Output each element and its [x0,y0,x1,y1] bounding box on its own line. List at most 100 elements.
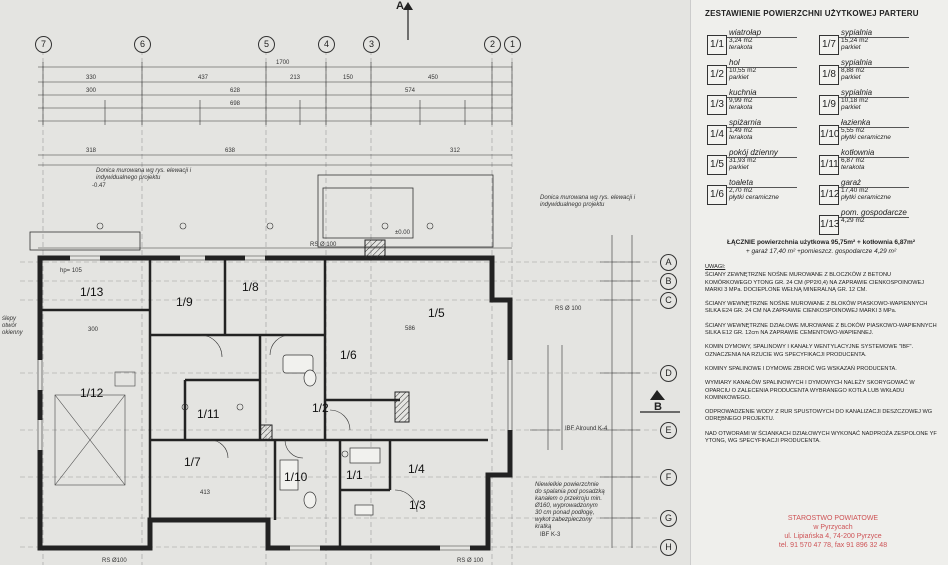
floor-plan-drawing [20,2,680,565]
schedule-row: 1/13 pom. gospodarcze 4,29 m2 [819,208,931,235]
schedule-row: 1/10 łazienka 5,55 m2 płytki ceramiczne [819,118,931,145]
room-material: terakota [729,134,753,141]
stamp-line: ul. Lipiańska 4, 74-200 Pyrzyce [784,533,882,540]
name-underline [839,217,909,218]
room-1-1: 1/1 [346,468,363,482]
dim-12: 300 [88,327,99,333]
room-area: 1,49 m2 [729,127,753,134]
axis-b: B [660,273,677,290]
room-material: płytki ceramiczne [841,134,891,141]
room-name: sypialnia [841,28,873,37]
room-area: 15,24 m2 [841,37,869,44]
room-material: terakota [729,44,753,51]
axis-e: E [660,422,677,439]
room-1-7: 1/7 [184,455,201,469]
room-area: 9,99 m2 [729,97,753,104]
room-1-6: 1/6 [340,348,357,362]
room-1-13: 1/13 [80,285,104,299]
dim-1: 330 [86,75,97,81]
room-id: 1/7 [819,35,839,55]
area-total: ŁĄCZNIE powierzchnia użytkowa 95,75m² + … [721,238,921,256]
axis-5: 5 [258,36,275,53]
axis-1: 1 [504,36,521,53]
schedule-row: 1/5 pokój dzienny 31,93 m2 parkiet [707,148,819,175]
room-material: parkiet [841,104,861,111]
room-area: 8,88 m2 [841,67,865,74]
section-mark-top: A [396,0,404,12]
note-item: WYMIARY KANAŁÓW SPALINOWYCH I DYMOWYCH N… [705,380,915,401]
room-id: 1/13 [819,215,839,235]
room-1-9: 1/9 [176,295,193,309]
dim-15: 698 [230,101,241,107]
room-name: sypialnia [841,88,873,97]
note-item: NAD OTWORAMI W ŚCIANKACH DZIAŁOWYCH WYKO… [705,430,937,445]
room-name: garaż [841,178,862,187]
room-id: 1/2 [707,65,727,85]
note-item: KOMIN DYMOWY, SPALINOWY I KANAŁY WENTYLA… [705,344,914,358]
room-id: 1/3 [707,95,727,115]
room-1-5: 1/5 [428,306,445,320]
room-name: sypialnia [841,58,873,67]
dim-6: 300 [86,88,97,94]
room-area: 3,24 m2 [729,37,753,44]
room-material: płytki ceramiczne [729,194,779,201]
section-mark-right: B [654,401,662,413]
axis-f: F [660,469,677,486]
stamp-line: w Pyrzycach [813,524,853,531]
name-underline [727,127,797,128]
room-name: łazienka [841,118,871,127]
name-underline [839,157,909,158]
note-donica-right: Donica murowana wg rys. elewacji i indyw… [540,195,636,208]
schedule-row: 1/8 sypialnia 8,88 m2 parkiet [819,58,931,85]
name-underline [727,157,797,158]
room-name: wiatrołap [729,28,762,37]
room-area: 17,40 m2 [841,187,869,194]
axis-2: 2 [484,36,501,53]
note-item: ŚCIANY ZEWNĘTRZNE NOŚNE MUROWANE Z BLOCZ… [705,272,925,293]
label-rs-1: RS Ø 100 [310,242,337,248]
dim-7: 638 [225,148,236,154]
dim-5: 450 [428,75,439,81]
room-id: 1/12 [819,185,839,205]
label-rs-2: RS Ø 100 [555,306,582,312]
label-hp: hp= 105 [60,268,82,274]
dim-13: 574 [405,88,416,94]
room-area: 6,87 m2 [841,157,865,164]
axis-6: 6 [134,36,151,53]
room-name: spiżarnia [729,118,762,127]
room-area: 31,93 m2 [729,157,757,164]
dim-14: 628 [230,88,241,94]
stamp-line: STAROSTWO POWIATOWE [787,515,879,522]
room-id: 1/11 [819,155,839,175]
room-1-2: 1/2 [312,401,329,415]
name-underline [727,37,797,38]
room-id: 1/8 [819,65,839,85]
room-1-8: 1/8 [242,280,259,294]
name-underline [839,187,909,188]
name-underline [839,67,909,68]
room-material: parkiet [729,74,749,81]
schedule-row: 1/4 spiżarnia 1,49 m2 terakota [707,118,819,145]
room-name: kuchnia [729,88,757,97]
label-rs-3: RS Ø100 [102,558,127,564]
schedule-row: 1/2 hol 10,55 m2 parkiet [707,58,819,85]
room-id: 1/10 [819,125,839,145]
schedule-row: 1/7 sypialnia 15,24 m2 parkiet [819,28,931,55]
schedule-row: 1/12 garaż 17,40 m2 płytki ceramiczne [819,178,931,205]
area-total-line1: ŁĄCZNIE powierzchnia użytkowa 95,75m² + … [726,239,915,246]
schedule-row: 1/9 sypialnia 10,18 m2 parkiet [819,88,931,115]
label-level-2: ±0.00 [395,230,410,236]
schedule-title: ZESTAWIENIE POWIERZCHNI UŻYTKOWEJ PARTER… [705,9,919,18]
note-donica-left: Donica murowana wg rys. elewacji i indyw… [96,168,192,181]
stamp-line: tel. 91 570 47 78, fax 91 896 32 48 [778,542,888,549]
room-1-11: 1/11 [197,407,220,421]
room-1-4: 1/4 [408,462,425,476]
label-level-1: -0.47 [92,183,106,189]
room-id: 1/4 [707,125,727,145]
note-fireplace: Niewielkie powierzchnie do spalania pod … [535,482,605,530]
room-material: płytki ceramiczne [841,194,891,201]
room-material: parkiet [729,164,749,171]
name-underline [727,97,797,98]
room-1-10: 1/10 [284,470,308,484]
